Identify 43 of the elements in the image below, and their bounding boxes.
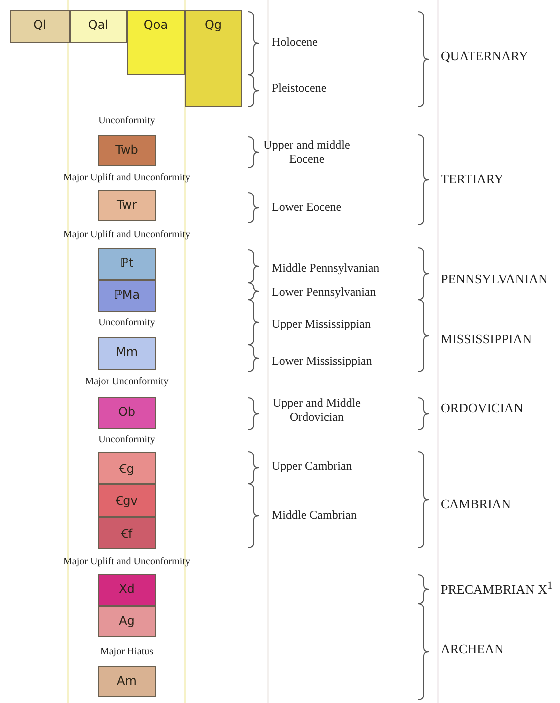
- period-label: TERTIARY: [441, 172, 505, 188]
- map-unit-box: Ꞓg: [98, 452, 156, 484]
- unconformity-note: Major Hiatus: [99, 646, 155, 658]
- unconformity-note: Unconformity: [98, 115, 156, 127]
- unconformity-note: Major Unconformity: [84, 376, 170, 388]
- map-unit-box: Qal: [70, 10, 127, 43]
- unconformity-note: Unconformity: [98, 317, 156, 329]
- epoch-label: Lower Pennsylvanian: [272, 286, 378, 300]
- epoch-label: Upper and middle Eocene: [262, 139, 352, 167]
- epoch-label: Upper and Middle Ordovician: [272, 397, 362, 425]
- period-label: PENNSYLVANIAN: [441, 272, 549, 288]
- unconformity-note: Major Uplift and Unconformity: [62, 172, 192, 184]
- map-unit-box: Mm: [98, 337, 156, 370]
- epoch-label: Lower Mississippian: [272, 355, 374, 369]
- period-label: MISSISSIPPIAN: [441, 332, 534, 348]
- map-unit-box: Ob: [98, 397, 156, 429]
- period-label: ARCHEAN: [441, 642, 505, 658]
- map-unit-box: Ꞓgv: [98, 484, 156, 517]
- period-label: QUATERNARY: [441, 50, 530, 64]
- map-unit-box: ℙMa: [98, 280, 156, 312]
- map-unit-box: Am: [98, 666, 156, 697]
- period-label: ORDOVICIAN: [441, 402, 524, 416]
- epoch-label: Holocene: [272, 36, 319, 50]
- map-unit-box: Ql: [10, 10, 70, 43]
- map-unit-box: Qg: [185, 10, 242, 107]
- epoch-label: Pleistocene: [272, 82, 328, 96]
- map-unit-box: Twr: [98, 190, 156, 221]
- unconformity-note: Major Uplift and Unconformity: [62, 229, 192, 241]
- map-unit-box: Qoa: [127, 10, 185, 75]
- unconformity-note: Unconformity: [98, 434, 156, 446]
- period-label: CAMBRIAN: [441, 498, 512, 512]
- epoch-label: Middle Cambrian: [272, 509, 358, 523]
- map-unit-box: ℙt: [98, 248, 156, 280]
- unconformity-note: Major Uplift and Unconformity: [62, 556, 192, 568]
- map-unit-box: Ag: [98, 606, 156, 637]
- epoch-label: Upper Cambrian: [272, 460, 354, 474]
- map-unit-box: Twb: [98, 135, 156, 166]
- epoch-label: Middle Pennsylvanian: [272, 262, 381, 276]
- map-unit-box: Ꞓf: [98, 517, 156, 549]
- epoch-label: Upper Mississippian: [272, 318, 372, 332]
- map-unit-box: Xd: [98, 574, 156, 606]
- period-label: PRECAMBRIAN X$^{1}$: [441, 580, 554, 598]
- epoch-label: Lower Eocene: [272, 201, 343, 215]
